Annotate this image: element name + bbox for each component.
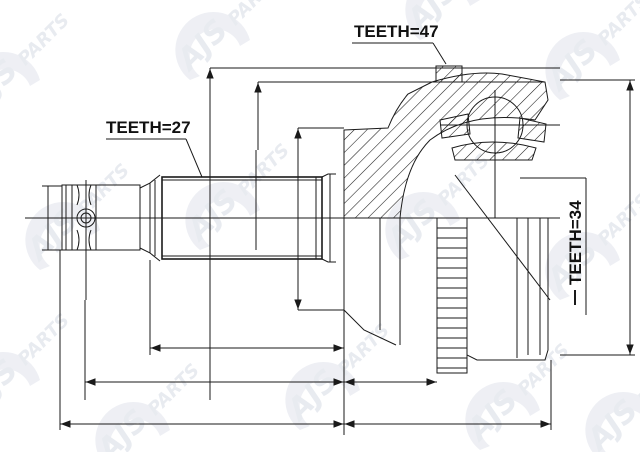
label-teeth-outer: TEETH=47 [354,22,439,41]
abs-ring [436,217,549,374]
ball-cage [439,90,560,301]
shaft-end [61,174,161,300]
label-teeth-shaft: TEETH=27 [106,118,191,137]
leader-lines [106,42,587,315]
label-teeth-abs: TEETH=34 [566,200,585,285]
dimension-lines [42,67,635,435]
outer-housing [343,65,549,346]
